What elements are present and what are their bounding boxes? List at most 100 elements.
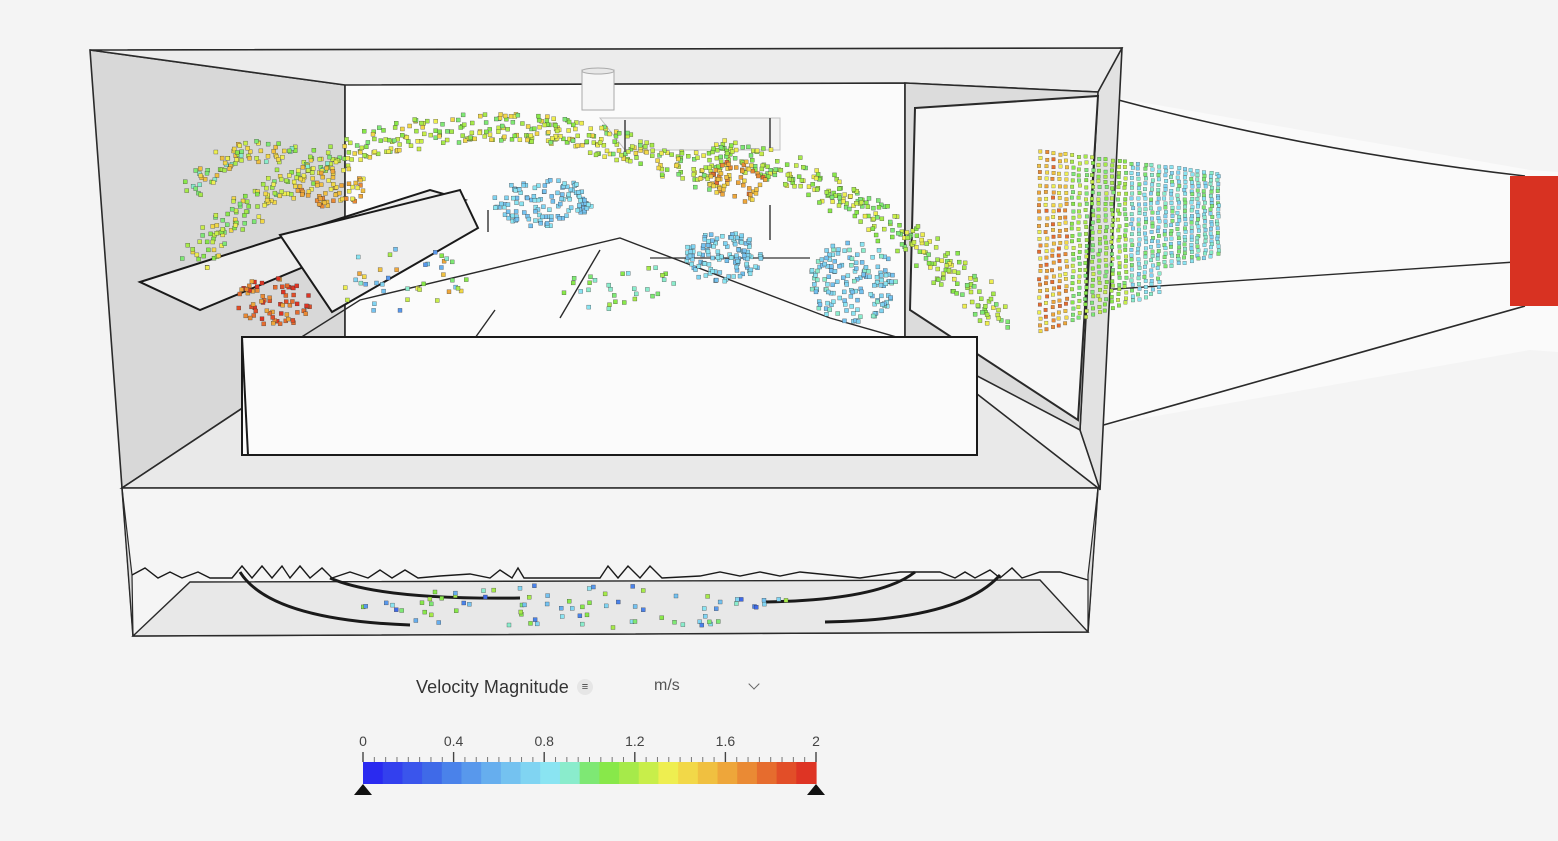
range-max-handle[interactable] xyxy=(807,784,825,795)
particle xyxy=(1156,183,1161,187)
particle xyxy=(813,289,819,295)
particle xyxy=(1183,171,1188,176)
range-min-handle[interactable] xyxy=(354,784,372,795)
particle xyxy=(287,148,292,154)
particle xyxy=(952,269,957,274)
particle xyxy=(506,215,511,221)
particle xyxy=(944,263,949,268)
particle xyxy=(822,277,827,282)
particle xyxy=(427,596,433,602)
particle xyxy=(859,289,864,295)
particle xyxy=(1057,285,1062,290)
particle xyxy=(331,198,336,203)
particle xyxy=(991,305,996,310)
particle xyxy=(358,280,364,286)
particle xyxy=(1044,262,1049,267)
particle xyxy=(362,274,367,279)
particle xyxy=(1177,215,1182,219)
particle xyxy=(342,144,347,149)
particle xyxy=(1084,279,1089,284)
particle xyxy=(532,126,537,131)
particle xyxy=(527,595,532,600)
particle xyxy=(419,600,425,605)
particle xyxy=(854,266,859,271)
particle xyxy=(1103,235,1108,240)
color-scale-segment xyxy=(619,762,640,784)
particle xyxy=(561,290,567,295)
particle xyxy=(1109,202,1114,206)
particle xyxy=(1038,243,1043,248)
particle xyxy=(1196,213,1201,218)
particle xyxy=(1070,300,1075,305)
particle xyxy=(1085,173,1089,178)
particle xyxy=(210,224,215,229)
particle xyxy=(710,238,715,243)
particle xyxy=(1090,248,1095,253)
particle xyxy=(864,200,869,205)
particle xyxy=(574,120,579,125)
particle xyxy=(1098,310,1102,315)
particle xyxy=(1209,245,1213,250)
particle xyxy=(584,139,590,144)
particle xyxy=(614,157,619,163)
particle xyxy=(193,186,198,191)
menu-lines-icon[interactable]: ≡ xyxy=(576,679,593,695)
particle xyxy=(1189,246,1194,251)
particle xyxy=(1189,255,1194,259)
unit-dropdown[interactable]: m/s xyxy=(642,674,766,698)
particle xyxy=(586,133,592,138)
particle xyxy=(1177,218,1182,223)
particle xyxy=(1076,173,1081,178)
particle xyxy=(1176,231,1181,236)
3d-viewport[interactable] xyxy=(0,0,1558,660)
particle xyxy=(505,209,511,214)
particle xyxy=(926,260,932,266)
particle xyxy=(705,594,710,599)
particle xyxy=(1077,155,1081,159)
particle xyxy=(813,176,819,181)
particle xyxy=(1057,195,1062,200)
particle xyxy=(1051,312,1056,317)
particle xyxy=(251,313,256,318)
particle xyxy=(1090,266,1095,271)
particle xyxy=(1063,289,1068,293)
particle xyxy=(799,178,805,183)
particle xyxy=(1151,263,1155,268)
particle xyxy=(509,137,515,142)
particle xyxy=(1183,226,1187,231)
particle xyxy=(570,138,576,143)
particle xyxy=(358,150,363,155)
particle xyxy=(345,297,350,303)
color-scale-segment xyxy=(461,762,482,784)
particle xyxy=(626,271,631,276)
particle xyxy=(730,149,735,154)
particle xyxy=(1058,184,1062,189)
particle xyxy=(254,139,259,144)
particle xyxy=(1064,191,1069,195)
particle xyxy=(458,288,464,294)
particle xyxy=(1144,295,1148,300)
particle xyxy=(1071,294,1076,298)
particle xyxy=(1110,207,1115,212)
particle xyxy=(960,292,965,297)
particle xyxy=(228,228,234,233)
particle xyxy=(293,148,298,153)
particle xyxy=(638,143,643,148)
particle xyxy=(778,168,784,173)
particle xyxy=(1123,201,1128,206)
particle xyxy=(880,302,885,307)
particle xyxy=(815,172,821,177)
particle xyxy=(190,247,195,252)
particle xyxy=(1190,184,1195,189)
particle xyxy=(1163,201,1168,206)
particle xyxy=(1109,299,1114,304)
particle xyxy=(691,167,696,172)
particle xyxy=(348,140,353,146)
particle xyxy=(724,151,730,156)
particle xyxy=(699,622,704,628)
particle xyxy=(962,260,968,266)
particle xyxy=(239,287,244,292)
particle xyxy=(809,286,815,292)
particle xyxy=(1123,176,1128,181)
